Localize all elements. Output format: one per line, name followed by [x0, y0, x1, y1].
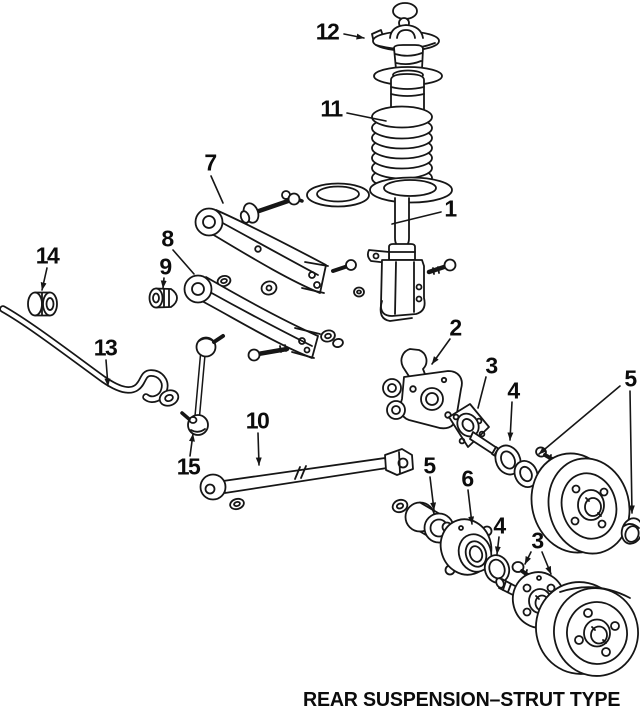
callout-4-lower[interactable]: 4	[493, 512, 506, 539]
callout-15[interactable]: 15	[176, 453, 201, 480]
hub-bushing	[404, 501, 455, 544]
stabilizer-bushing	[27, 291, 58, 317]
callout-leader-lines	[40, 33, 635, 575]
brake-drum-lower	[535, 581, 639, 677]
wheel-bearing	[494, 444, 539, 488]
strut-mount	[371, 24, 440, 52]
knuckle	[382, 348, 463, 430]
lateral-rod	[199, 448, 414, 511]
callout-13[interactable]: 13	[93, 334, 118, 361]
upper-control-arm	[194, 207, 329, 294]
callout-11[interactable]: 11	[320, 95, 343, 122]
callout-7[interactable]: 7	[204, 149, 217, 176]
diagram-caption: REAR SUSPENSION–STRUT TYPE	[303, 689, 621, 711]
stabilizer-bar	[0, 305, 180, 407]
brake-drum-upper	[530, 452, 631, 555]
hub-housing	[439, 518, 493, 576]
upper-arm-bolt-front	[239, 192, 301, 224]
lower-control-arm	[183, 274, 321, 359]
stabilizer-link	[180, 334, 225, 436]
arm-bushing	[148, 287, 178, 309]
lower-arm-bolt	[247, 344, 290, 362]
callout-9[interactable]: 9	[159, 253, 172, 280]
callout-5-mid[interactable]: 5	[423, 452, 436, 479]
callout-2[interactable]: 2	[449, 314, 462, 341]
callout-3-lower[interactable]: 3	[531, 527, 544, 554]
arm-washer	[216, 274, 232, 288]
strut-damper	[366, 197, 426, 322]
spring-lower-seat	[369, 176, 453, 204]
callout-14[interactable]: 14	[35, 242, 60, 269]
spindle	[448, 403, 511, 463]
callout-4-upper[interactable]: 4	[507, 377, 520, 404]
hub-seal	[483, 554, 511, 584]
hub-nut	[391, 498, 409, 514]
upper-arm-bolt-rear	[331, 259, 357, 273]
callout-10[interactable]: 10	[245, 407, 270, 434]
strut-bolt	[426, 258, 457, 275]
callout-6[interactable]: 6	[461, 465, 474, 492]
coil-spring	[371, 105, 433, 190]
callout-3-upper[interactable]: 3	[485, 352, 498, 379]
grease-cap	[620, 517, 640, 545]
callout-12[interactable]: 12	[315, 18, 340, 45]
lower-arm-washers	[320, 329, 344, 348]
small-nut	[353, 286, 365, 298]
callout-8[interactable]: 8	[161, 225, 174, 252]
arm-stopper	[260, 280, 278, 296]
callout-5-right[interactable]: 5	[624, 365, 637, 392]
callout-1[interactable]: 1	[444, 195, 457, 222]
